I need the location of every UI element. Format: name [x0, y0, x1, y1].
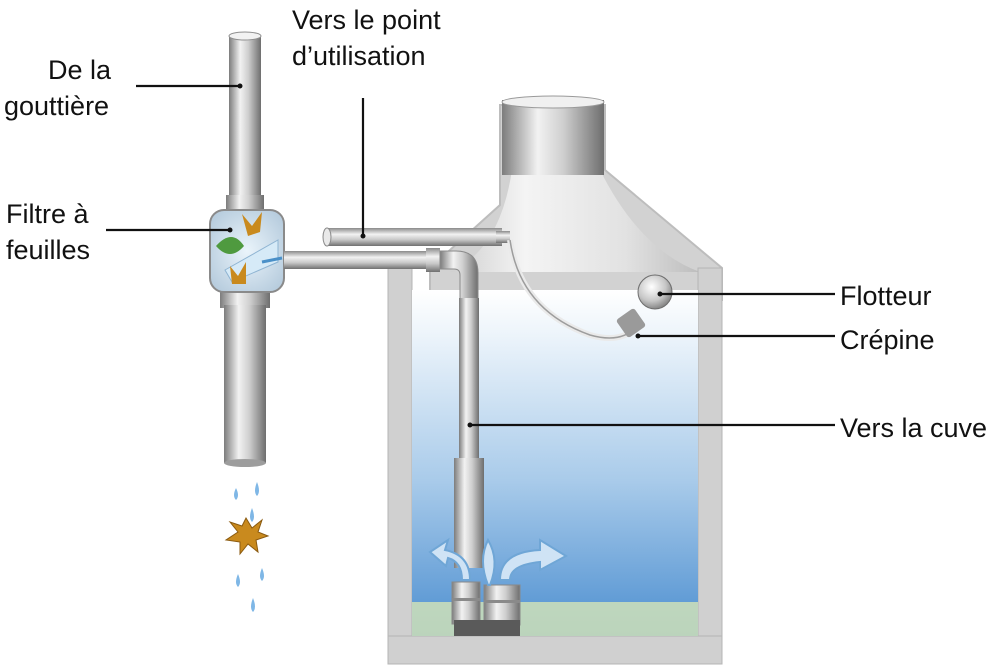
label-leaf-filter-line-2: feuilles	[6, 235, 91, 265]
inlet-pipe-wide	[454, 458, 484, 568]
tank-neck-opening	[502, 100, 604, 175]
tank-wall-right	[697, 267, 723, 665]
label-point-of-use: Vers le point d’utilisation	[292, 2, 441, 74]
leaf-filter	[209, 209, 285, 293]
label-strainer: Crépine	[840, 325, 935, 355]
leaf-filter-green-leaf	[216, 237, 244, 254]
leader-dot-point-of-use	[360, 233, 366, 239]
inlet-pipe-base-2	[483, 584, 521, 626]
tank-neck-rim	[501, 95, 605, 109]
leader-dot-to-tank	[467, 422, 473, 428]
downpipe-lower	[224, 305, 266, 463]
leader-dot-float	[657, 291, 663, 297]
inlet-pipe-base-1	[451, 581, 481, 625]
downpipe-upper	[229, 35, 261, 215]
drop	[260, 568, 264, 581]
downpipe-collar-bottom	[220, 290, 270, 308]
outlet-pipe	[322, 227, 673, 341]
leaf-filter-brown-leaf	[242, 212, 262, 236]
leader-dot-strainer	[635, 333, 641, 339]
label-gutter-line-1: De la	[48, 55, 112, 85]
tank	[387, 95, 723, 665]
drop	[251, 598, 255, 612]
label-gutter: De la gouttière	[4, 52, 112, 124]
inlet-pipe-horizontal	[284, 251, 442, 269]
inlet-pipe-vertical	[459, 298, 479, 458]
leaf-filter-screen	[224, 239, 279, 283]
float-ball	[637, 274, 673, 310]
drop	[255, 482, 259, 496]
falling-water	[234, 482, 264, 612]
leader-lines	[106, 84, 835, 427]
drop	[250, 508, 254, 522]
label-gutter-line-2: gouttière	[4, 91, 110, 121]
calming-inlet-arrows	[428, 537, 569, 586]
inlet-pipe-collar	[426, 248, 440, 272]
label-leaf-filter: Filtre à feuilles	[6, 196, 90, 268]
tank-floor	[387, 635, 723, 665]
tank-wall-left	[387, 267, 413, 665]
drop	[234, 488, 238, 500]
downpipe	[220, 31, 270, 467]
drop	[236, 574, 240, 587]
leader-dot-filter	[227, 227, 233, 233]
label-float: Flotteur	[840, 281, 932, 311]
outlet-pipe-cap	[496, 231, 510, 243]
leaf-filter-brown-leaf-2	[230, 262, 246, 284]
falling-leaf	[224, 516, 270, 556]
outlet-pipe-body	[326, 228, 502, 246]
label-point-of-use-line-2: d’utilisation	[292, 41, 426, 71]
leader-dot-gutter	[237, 83, 243, 89]
label-to-tank: Vers la cuve	[840, 413, 988, 443]
strainer-body	[616, 308, 646, 338]
label-leaf-filter-line-1: Filtre à	[6, 199, 89, 229]
inlet-pipe	[284, 248, 521, 636]
label-point-of-use-line-1: Vers le point	[292, 5, 441, 35]
